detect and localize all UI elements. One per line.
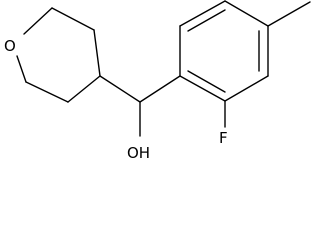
fluorine-label: F: [219, 129, 228, 147]
aryl-bond-2: [179, 0, 226, 27]
bond-c5-c6: [25, 81, 69, 103]
bond-ring-to-carbinol: [99, 75, 141, 103]
bond-c2-c3: [51, 7, 95, 31]
oxane-ring: [16, 7, 101, 103]
aryl-double-bond-a: [187, 9, 226, 32]
aryl-bond-5: [224, 75, 269, 102]
hydroxyl-label: OH: [127, 144, 150, 162]
aryl-double-bond-c: [187, 70, 226, 93]
ring-oxygen-label: O: [4, 37, 16, 55]
bond-o-c2: [23, 7, 53, 35]
molecule-structure: O F OH: [4, 0, 311, 162]
aryl-bond-6: [179, 75, 226, 102]
bond-methyl: [267, 1, 311, 27]
aryl-bond-3: [224, 0, 269, 27]
bond-c6-o: [16, 55, 27, 83]
bond-c3-c4: [93, 29, 101, 77]
bond-carbinol-to-aryl: [139, 75, 181, 103]
bond-c4-c5: [67, 75, 101, 103]
benzene-ring: [179, 0, 269, 102]
